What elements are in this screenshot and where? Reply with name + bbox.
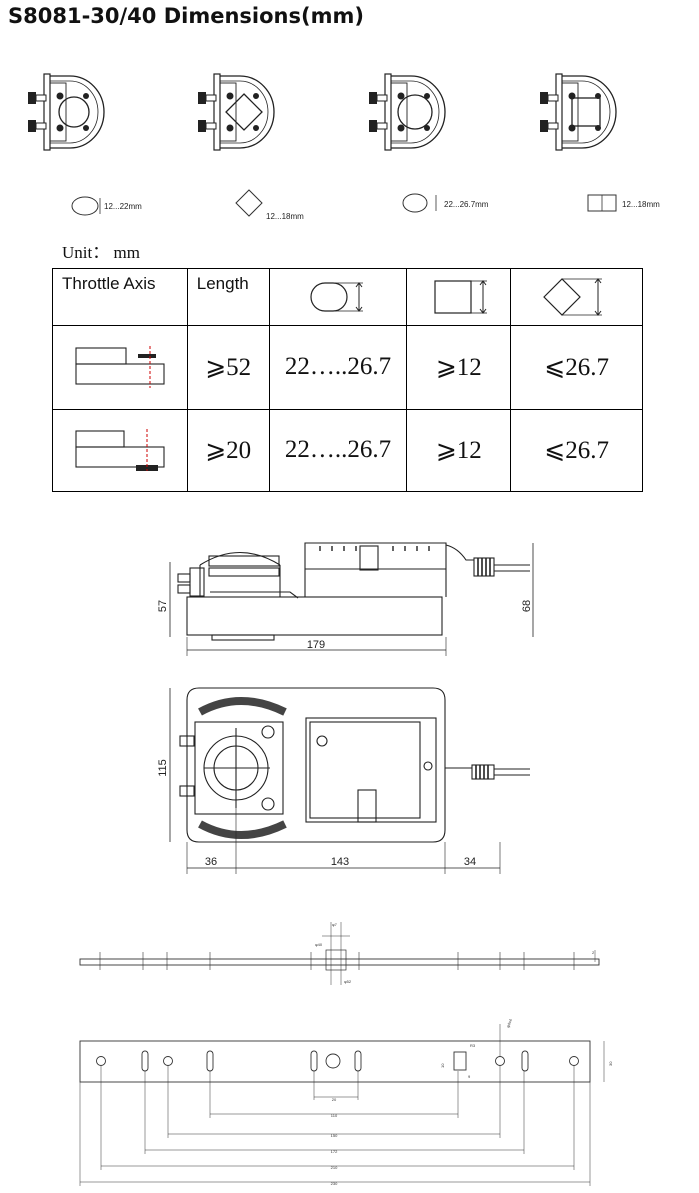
shaft-short-icon xyxy=(75,429,165,472)
page-title: S8081-30/40 Dimensions(mm) xyxy=(8,4,364,28)
cell-diamond: ⩽26.7 xyxy=(510,408,643,493)
table-row: ⩾52 22…..26.7 ⩾12 ⩽26.7 xyxy=(52,325,643,410)
throttle-axis-long-cell xyxy=(52,325,188,410)
header-square-shaft xyxy=(406,267,512,327)
bracket-h30: 30 xyxy=(608,1061,613,1066)
bracket-dim: 172 xyxy=(331,1149,338,1154)
caption-square: 12...18mm xyxy=(587,194,660,212)
bracket-w9: 9 xyxy=(468,1074,471,1079)
caption-round-large: 12...22mm xyxy=(71,196,142,216)
bracket-dim: 110 xyxy=(331,1113,338,1118)
square-shaft-icon xyxy=(434,280,487,314)
dim-side-width: 179 xyxy=(307,639,325,651)
shaft-through-icon xyxy=(75,346,165,389)
spec-table: Throttle Axis Length xyxy=(52,267,643,493)
caption-text: 12...22mm xyxy=(104,202,142,211)
caption-text: 12...18mm xyxy=(622,200,660,209)
dim-side-height-left: 57 xyxy=(157,600,169,612)
bracket-dim: 20 xyxy=(332,1097,337,1102)
round-shaft-icon xyxy=(310,282,364,312)
clamp-drawing-square xyxy=(539,73,617,151)
caption-text: 22...26.7mm xyxy=(444,200,489,209)
bracket-phi7: φ7 xyxy=(332,922,338,927)
header-throttle-axis: Throttle Axis xyxy=(52,267,188,327)
bracket-phi40: φ40 xyxy=(315,942,323,947)
clamp-drawing-round-large xyxy=(27,73,105,151)
bracket-top-view xyxy=(79,1024,605,1186)
bracket-h10: 10 xyxy=(440,1063,445,1068)
cell-round: 22…..26.7 xyxy=(268,408,408,493)
table-header-row: Throttle Axis Length xyxy=(52,267,643,327)
cell-length: ⩾20 xyxy=(186,408,270,493)
bracket-dim: 230 xyxy=(331,1181,338,1186)
cell-square: ⩾12 xyxy=(406,408,512,493)
header-round-shaft xyxy=(268,267,408,327)
bracket-phi4x4: φ4x4 xyxy=(505,1017,513,1028)
header-diamond-shaft xyxy=(510,267,643,327)
top-view-drawing xyxy=(169,687,530,874)
caption-round: 22...26.7mm xyxy=(402,193,489,213)
header-length: Length xyxy=(186,267,270,327)
bracket-r3: R3 xyxy=(470,1043,476,1048)
diamond-shaft-icon xyxy=(542,278,602,316)
clamp-drawing-diamond xyxy=(197,73,275,151)
bracket-top-small: 2 xyxy=(592,950,595,955)
cell-square: ⩾12 xyxy=(406,325,512,410)
dim-top-seg1: 36 xyxy=(205,856,217,868)
dim-top-height: 115 xyxy=(157,759,169,777)
bracket-side-view xyxy=(79,922,600,985)
clamp-drawing-round xyxy=(368,73,446,151)
dim-top-seg2: 143 xyxy=(331,856,349,868)
cell-diamond: ⩽26.7 xyxy=(510,325,643,410)
caption-text: 12...18mm xyxy=(266,212,304,221)
caption-diamond: 12...18mm xyxy=(235,189,304,221)
bracket-dim: 150 xyxy=(331,1133,338,1138)
unit-label: Unit： mm xyxy=(62,243,140,262)
dim-top-seg3: 34 xyxy=(464,856,476,868)
cell-round: 22…..26.7 xyxy=(268,325,408,410)
side-view-drawing xyxy=(169,542,534,656)
throttle-axis-short-cell xyxy=(52,408,188,493)
bracket-dim: 210 xyxy=(331,1165,338,1170)
table-row: ⩾20 22…..26.7 ⩾12 ⩽26.7 xyxy=(52,408,643,493)
bracket-phi52: φ52 xyxy=(344,979,352,984)
dim-side-height-right: 68 xyxy=(521,600,533,612)
cell-length: ⩾52 xyxy=(186,325,270,410)
